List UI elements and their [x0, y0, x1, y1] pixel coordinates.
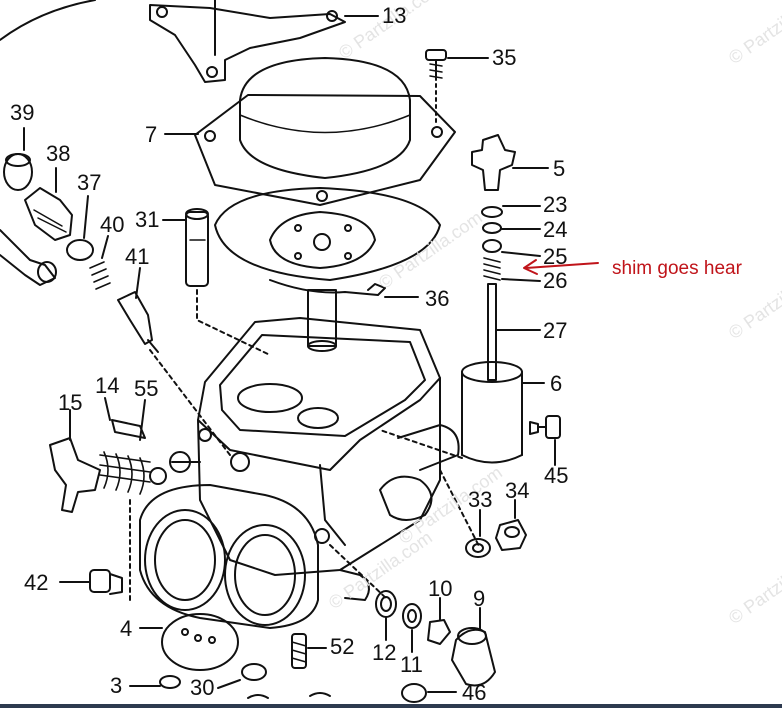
part-label: 25 — [543, 244, 568, 269]
part-label: 39 — [10, 100, 35, 125]
part-7-cover — [194, 57, 456, 206]
part-30 — [241, 663, 267, 681]
annotation-arrow — [523, 259, 599, 275]
part-label: 11 — [400, 652, 423, 677]
diaphragm — [214, 187, 441, 281]
part-label: 41 — [125, 244, 150, 269]
part-31 — [185, 208, 209, 287]
part-9-cap — [451, 627, 496, 687]
part-37 — [66, 239, 94, 261]
part-label: 55 — [134, 376, 159, 401]
part-label: 31 — [135, 207, 160, 232]
part-33-washer — [465, 538, 491, 558]
part-label: 9 — [473, 586, 486, 611]
part-label: 52 — [330, 634, 355, 659]
part-23 — [481, 206, 503, 218]
part-36-clip — [269, 279, 386, 296]
part-39 — [3, 153, 33, 191]
part-46 — [401, 683, 427, 703]
part-38 — [24, 187, 73, 241]
part-label: 30 — [190, 675, 215, 700]
bottom-edge-bar — [0, 704, 782, 708]
part-label: 46 — [462, 680, 487, 705]
part-3-screw — [129, 675, 181, 689]
part-label: 13 — [382, 3, 407, 28]
part-25 — [482, 239, 502, 253]
part-label: 3 — [110, 673, 123, 698]
part-14 — [111, 419, 146, 439]
part-label: 7 — [145, 122, 158, 147]
part-label: 35 — [492, 45, 517, 70]
part-label: 27 — [543, 318, 568, 343]
part-34 — [495, 519, 527, 551]
part-label: 23 — [543, 192, 568, 217]
part-55-spring — [99, 451, 167, 495]
part-label: 45 — [544, 463, 569, 488]
part-24 — [482, 222, 502, 234]
part-42-screw — [59, 569, 123, 595]
part-13-bracket — [149, 0, 346, 83]
part-41 — [117, 291, 159, 353]
annotation-text: shim goes hear — [612, 258, 742, 279]
part-label: 33 — [468, 487, 493, 512]
frame-arc — [0, 0, 96, 41]
part-40-spring — [89, 261, 111, 290]
part-35-screw — [425, 49, 447, 81]
part-4-plate — [161, 613, 239, 671]
part-label: 42 — [24, 570, 49, 595]
part-label: 37 — [77, 170, 102, 195]
part-label: 40 — [100, 212, 125, 237]
part-52 — [291, 633, 307, 669]
part-label: 12 — [372, 640, 397, 665]
part-5 — [471, 134, 516, 191]
part-label: 15 — [58, 390, 83, 415]
part-label: 10 — [428, 576, 453, 601]
part-45-screw — [529, 415, 561, 439]
part-11-washer — [402, 603, 422, 629]
part-15-lever — [49, 437, 101, 513]
part-6-piston — [461, 361, 523, 464]
part-label: 34 — [505, 478, 530, 503]
part-label: 4 — [120, 616, 133, 641]
part-label: 36 — [425, 286, 450, 311]
part-label: 26 — [543, 268, 568, 293]
part-label: 6 — [550, 371, 563, 396]
part-26-spring — [483, 257, 501, 281]
part-27-needle — [487, 283, 497, 381]
part-label: 14 — [95, 373, 120, 398]
part-label: 5 — [553, 156, 566, 181]
inlet-flange — [139, 484, 319, 629]
part-label: 24 — [543, 217, 568, 242]
part-label: 38 — [46, 141, 71, 166]
hose — [0, 229, 57, 286]
part-12-washer — [375, 590, 397, 618]
part-10 — [427, 619, 451, 645]
